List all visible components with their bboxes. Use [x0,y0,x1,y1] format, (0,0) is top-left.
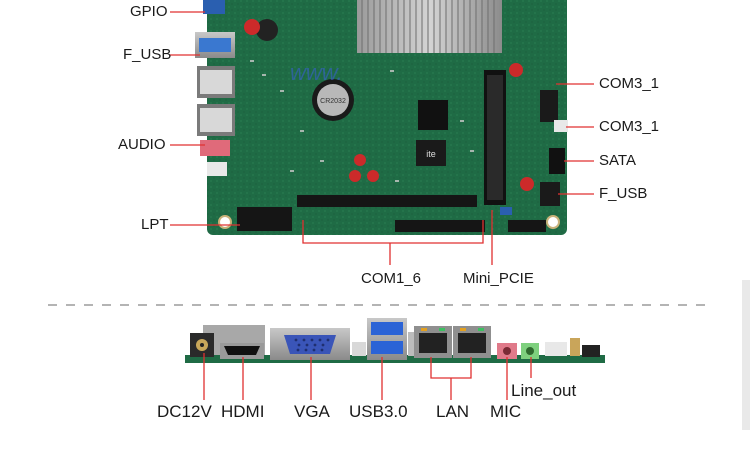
watermark-text: www. [290,60,343,85]
small-connector [352,342,366,356]
board-side-view [185,318,605,363]
ite-chip [416,140,446,166]
capacitor [520,177,534,191]
label-usb30: USB3.0 [349,402,408,421]
label-dc12v: DC12V [157,402,212,421]
buzzer [256,19,278,41]
label-mic: MIC [490,402,522,421]
f-usb-right-header [540,182,560,206]
label-hdmi: HDMI [221,402,265,421]
smd-components [250,60,474,182]
white-connector [207,162,227,176]
audio-jack [200,140,230,156]
label-line-out: Line_out [511,381,577,400]
blue-jumper [500,207,512,215]
label-com3-1-b: COM3_1 [599,118,660,135]
capacitor [349,170,361,182]
gpio-header [203,0,225,14]
label-audio: AUDIO [118,136,166,153]
label-f-usb-left: F_USB [123,46,172,63]
board-top-view: CR2032 ite www. [195,0,568,235]
com-header-row-2 [395,220,485,232]
sata-port [549,148,565,174]
label-vga: VGA [294,402,330,421]
label-com3-1-a: COM3_1 [599,75,660,92]
label-com1-6: COM1_6 [361,270,422,287]
label-f-usb-right: F_USB [599,185,648,202]
label-lpt: LPT [141,216,169,233]
battery-text: CR2032 [320,98,346,105]
jumper-block [570,338,580,356]
capacitor [367,170,379,182]
label-mini-pcie: Mini_PCIE [463,270,534,287]
misc-header [508,220,546,232]
cpu-heatsink [357,0,502,53]
com3-connector-b [554,120,568,132]
ite-chip-text: ite [426,149,436,159]
capacitor [244,19,260,35]
label-lan: LAN [436,402,470,421]
label-sata: SATA [599,152,636,169]
com3-header-a [540,90,558,122]
lpt-header [237,207,292,231]
io-chip [418,100,448,130]
white-header [545,342,567,356]
com-header-row-1 [297,195,477,207]
bottom-leader-lines [203,353,532,400]
pcb-board [207,0,567,235]
label-gpio: GPIO [130,3,168,20]
mounting-hole [546,215,560,229]
mounting-hole [218,215,232,229]
top-leader-lines [170,11,594,265]
capacitor [354,154,366,166]
capacitor [509,63,523,77]
edge-shadow [742,280,750,430]
